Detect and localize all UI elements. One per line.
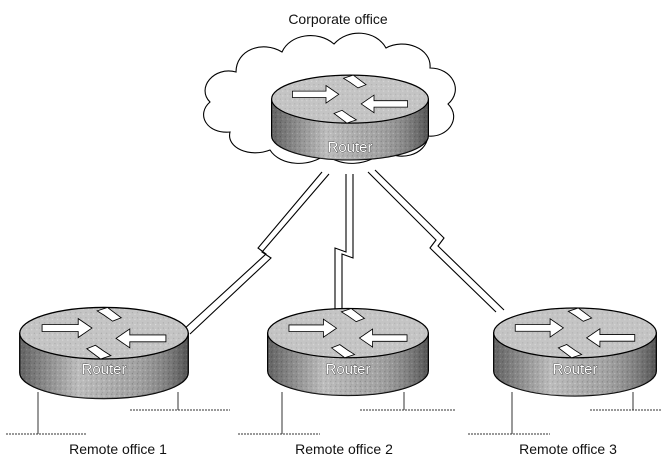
- remote-router-2-label: Router: [325, 361, 370, 378]
- remote-router-3: Router: [492, 307, 658, 397]
- corporate-office-title: Corporate office: [288, 11, 388, 27]
- remote-office-1-label: Remote office 1: [69, 441, 167, 457]
- serial-link-2: [334, 174, 354, 318]
- router-icon: [266, 307, 430, 397]
- lan-segment-icon: [238, 392, 456, 435]
- router-icon: [492, 307, 658, 397]
- serial-link-1: [182, 171, 330, 335]
- remote-router-1: Router: [18, 306, 190, 400]
- remote-office-2-label: Remote office 2: [295, 441, 393, 457]
- remote-office-3-label: Remote office 3: [519, 441, 617, 457]
- remote-router-3-label: Router: [552, 361, 597, 378]
- lan-segment-icon: [468, 392, 662, 435]
- router-icon: [18, 306, 190, 400]
- serial-link-3: [367, 169, 505, 313]
- core-router-label: Router: [327, 139, 372, 156]
- core-router: Router: [270, 74, 430, 161]
- remote-router-2: Router: [266, 307, 430, 397]
- lan-segment-icon: [6, 392, 230, 435]
- remote-router-1-label: Router: [81, 361, 126, 378]
- lan-segments: [6, 392, 662, 435]
